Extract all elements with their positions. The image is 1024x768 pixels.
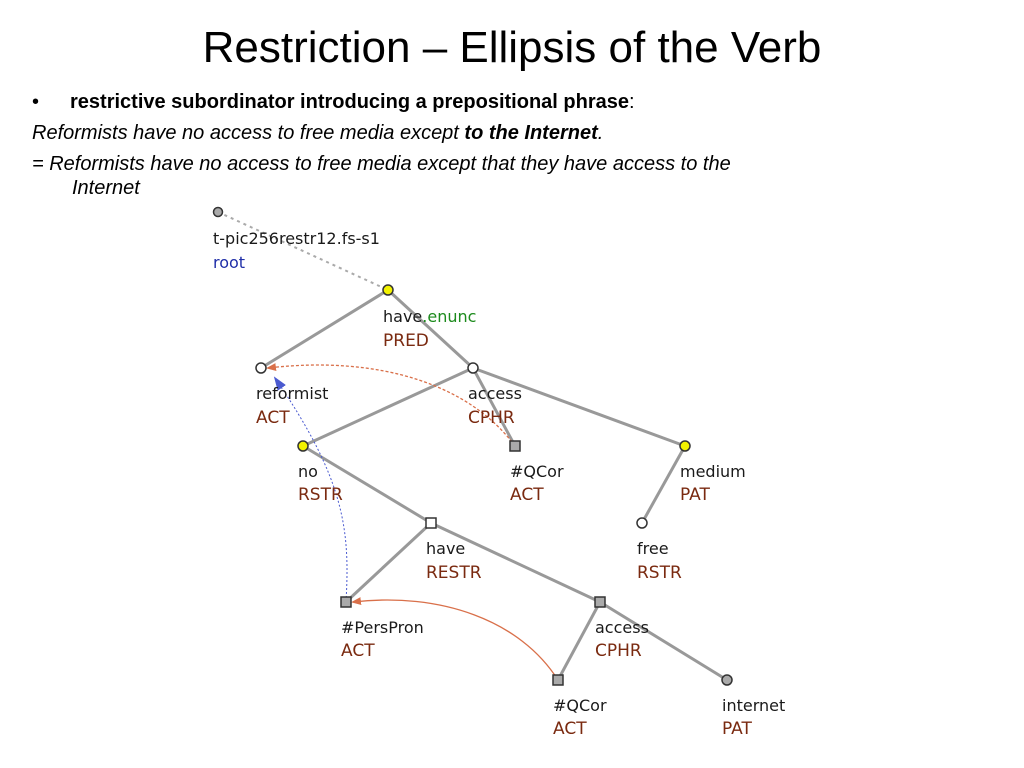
reformist-word: reformist xyxy=(256,384,328,403)
edge-no-have xyxy=(302,444,432,525)
have-pred-word: have.enunc xyxy=(383,307,476,326)
example-sentence-plain: Reformists have no access to free media … xyxy=(32,122,465,144)
no-word: no xyxy=(298,462,318,481)
medium-word: medium xyxy=(680,462,746,481)
node-internet xyxy=(721,674,733,686)
have-pred-lemma: have xyxy=(383,307,422,326)
example-sentence-bold: to the Internet xyxy=(464,122,598,144)
have-restr-role: RESTR xyxy=(426,563,482,583)
node-have-pred xyxy=(382,284,394,296)
root-label: root xyxy=(213,253,245,272)
access-2-word: access xyxy=(595,618,649,637)
internet-role: PAT xyxy=(722,719,752,739)
edge-have-access xyxy=(386,288,475,370)
edge-have-reformist xyxy=(260,288,389,370)
qcor-1-word: #QCor xyxy=(510,462,564,481)
free-role: RSTR xyxy=(637,563,682,583)
edge-have-access2 xyxy=(430,521,601,604)
edge-root-have xyxy=(217,211,389,291)
qcor-2-word: #QCor xyxy=(553,696,607,715)
internet-word: internet xyxy=(722,696,785,715)
coref-arrow-qcor-perspron xyxy=(351,597,559,681)
no-role: RSTR xyxy=(298,485,343,505)
node-access-2 xyxy=(594,596,606,608)
perspron-word: #PersPron xyxy=(341,618,424,637)
medium-role: PAT xyxy=(680,485,710,505)
edge-have-perspron xyxy=(344,521,433,604)
bullet-bold-text: restrictive subordinator introducing a p… xyxy=(70,91,629,113)
paraphrase-line-2: Internet xyxy=(72,177,140,199)
root-id-label: t-pic256restr12.fs-s1 xyxy=(213,229,380,248)
have-restr-word: have xyxy=(426,539,465,558)
edge-access2-internet xyxy=(599,600,728,682)
node-have-restr xyxy=(425,517,437,529)
edge-access-medium xyxy=(472,366,686,448)
node-no xyxy=(297,440,309,452)
have-pred-suffix: .enunc xyxy=(422,307,476,326)
bullet-marker: • xyxy=(32,91,40,113)
node-qcor-2 xyxy=(552,674,564,686)
bullet-line: • restrictive subordinator introducing a … xyxy=(32,90,635,114)
access-1-role: CPHR xyxy=(468,408,515,428)
example-sentence-end: . xyxy=(597,122,604,144)
qcor-2-role: ACT xyxy=(553,719,587,739)
paraphrase-line-1: = Reformists have no access to free medi… xyxy=(32,153,731,175)
edge-access-qcor xyxy=(471,367,517,447)
edge-access2-qcor xyxy=(556,601,602,681)
node-reformist xyxy=(255,362,267,374)
edge-access-no xyxy=(302,366,474,448)
access-2-role: CPHR xyxy=(595,641,642,661)
node-access-1 xyxy=(467,362,479,374)
bullet-tail: : xyxy=(628,91,635,113)
coref-arrow-perspron-reformist xyxy=(273,376,348,603)
access-1-word: access xyxy=(468,384,522,403)
node-medium xyxy=(679,440,691,452)
have-pred-role: PRED xyxy=(383,331,429,351)
node-perspron xyxy=(340,596,352,608)
edge-medium-free xyxy=(640,445,687,524)
slide-title: Restriction – Ellipsis of the Verb xyxy=(202,23,822,72)
free-word: free xyxy=(637,539,669,558)
coref-arrow-qcor-reformist xyxy=(266,363,516,447)
reformist-role: ACT xyxy=(256,408,290,428)
example-sentence: Reformists have no access to free media … xyxy=(32,121,603,145)
node-root xyxy=(212,206,224,218)
node-qcor-1 xyxy=(509,440,521,452)
paraphrase: = Reformists have no access to free medi… xyxy=(32,152,992,200)
qcor-1-role: ACT xyxy=(510,485,544,505)
perspron-role: ACT xyxy=(341,641,375,661)
node-free xyxy=(636,517,648,529)
